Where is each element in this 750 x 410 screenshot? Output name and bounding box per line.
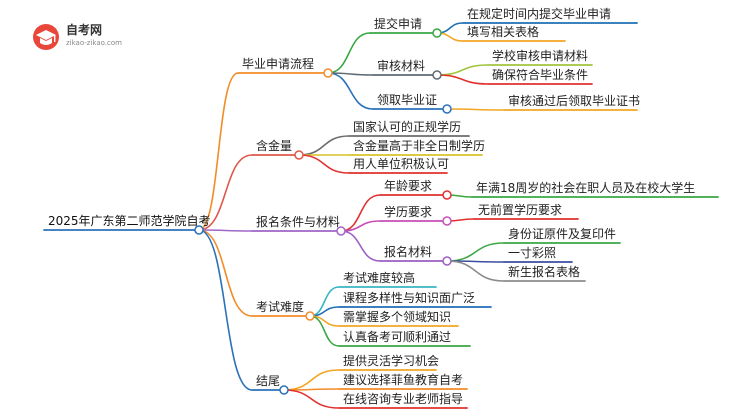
node-1-3-collapse-toggle[interactable] bbox=[442, 104, 452, 114]
mindmap-nodes: 2025年广东第二师范学院自考 毕业申请流程 提交申请 在规定时间内提交毕业申请填写相… bbox=[48, 6, 695, 406]
node-4-4-label[interactable]: 认真备考可顺利通过 bbox=[343, 330, 451, 344]
leaf-1-2-2-label[interactable]: 确保符合毕业条件 bbox=[492, 67, 588, 82]
edge-node-3-3-to-leaf-1 bbox=[446, 242, 505, 262]
node-4-2-label[interactable]: 课程多样性与知识面广泛 bbox=[343, 290, 475, 305]
branch-5-label[interactable]: 结尾 bbox=[256, 374, 280, 388]
graduation-cap-icon bbox=[33, 24, 59, 50]
node-4-3-label[interactable]: 需掌握多个领域知识 bbox=[343, 309, 451, 324]
edge-branch-1-to-node-3 bbox=[327, 72, 374, 110]
branch-2-collapse-toggle[interactable] bbox=[294, 150, 304, 160]
branch-1-collapse-toggle[interactable] bbox=[323, 68, 333, 78]
node-3-2-collapse-toggle[interactable] bbox=[442, 216, 452, 226]
node-2-1-label[interactable]: 国家认可的正规学历 bbox=[353, 119, 461, 134]
branch-1-label[interactable]: 毕业申请流程 bbox=[242, 56, 314, 71]
edge-node-3-3-to-leaf-3 bbox=[446, 260, 505, 282]
leaf-3-1-1-label[interactable]: 年满18周岁的社会在职人员及在校大学生 bbox=[476, 180, 695, 195]
node-4-1-label[interactable]: 考试难度较高 bbox=[343, 270, 415, 285]
edge-root-to-branch-4 bbox=[198, 229, 253, 317]
node-1-3-label[interactable]: 领取毕业证 bbox=[377, 93, 437, 107]
edge-branch-2-to-node-3 bbox=[298, 154, 350, 174]
node-3-1-collapse-toggle[interactable] bbox=[442, 190, 452, 200]
node-3-1-label[interactable]: 年龄要求 bbox=[384, 179, 432, 193]
leaf-1-1-1-label[interactable]: 在规定时间内提交毕业申请 bbox=[467, 6, 611, 21]
leaf-1-3-1-label[interactable]: 审核通过后领取毕业证书 bbox=[508, 93, 640, 108]
leaf-3-3-3-label[interactable]: 新生报名表格 bbox=[508, 264, 580, 279]
branch-4-label[interactable]: 考试难度 bbox=[256, 299, 304, 314]
leaf-1-2-1-label[interactable]: 学校审核申请材料 bbox=[492, 48, 588, 63]
edge-root-to-branch-1 bbox=[198, 72, 239, 231]
root-node-label[interactable]: 2025年广东第二师范学院自考 bbox=[48, 213, 211, 228]
edge-branch-3-to-node-3 bbox=[340, 230, 381, 262]
edge-root-to-branch-3 bbox=[198, 229, 253, 232]
logo-name: 自考网 bbox=[66, 22, 102, 37]
node-1-2-label[interactable]: 审核材料 bbox=[377, 58, 425, 73]
node-3-3-collapse-toggle[interactable] bbox=[442, 256, 452, 266]
node-1-2-collapse-toggle[interactable] bbox=[432, 70, 442, 80]
leaf-3-2-1-label[interactable]: 无前置学历要求 bbox=[478, 202, 562, 217]
edge-branch-5-to-node-3 bbox=[283, 389, 340, 409]
edge-node-1-2-to-leaf-1 bbox=[436, 64, 489, 76]
leaf-3-3-2-label[interactable]: 一寸彩照 bbox=[508, 246, 556, 260]
mindmap-edges bbox=[43, 22, 719, 409]
edge-node-1-2-to-leaf-2 bbox=[436, 74, 489, 85]
branch-3-label[interactable]: 报名条件与材料 bbox=[256, 214, 340, 229]
edge-root-to-branch-2 bbox=[198, 154, 253, 231]
node-3-2-label[interactable]: 学历要求 bbox=[384, 204, 432, 219]
branch-3-collapse-toggle[interactable] bbox=[336, 226, 346, 236]
leaf-3-3-1-label[interactable]: 身份证原件及复印件 bbox=[508, 226, 616, 241]
edge-branch-2-to-node-1 bbox=[298, 135, 350, 156]
logo-url: zikao-zikao.com bbox=[66, 39, 122, 47]
edge-branch-5-to-node-1 bbox=[283, 369, 340, 391]
node-1-1-label[interactable]: 提交申请 bbox=[374, 16, 422, 31]
node-5-1-label[interactable]: 提供灵活学习机会 bbox=[343, 353, 439, 368]
node-2-3-label[interactable]: 用人单位积极认可 bbox=[353, 156, 449, 171]
node-5-3-label[interactable]: 在线咨询专业老师指导 bbox=[343, 391, 463, 406]
edge-root-to-branch-5 bbox=[198, 229, 253, 391]
edge-branch-1-to-node-1 bbox=[327, 32, 371, 74]
branch-2-label[interactable]: 含金量 bbox=[256, 138, 292, 153]
site-logo[interactable]: 自考网 zikao-zikao.com bbox=[33, 22, 122, 50]
branch-4-collapse-toggle[interactable] bbox=[305, 311, 315, 321]
node-3-3-label[interactable]: 报名材料 bbox=[384, 244, 432, 259]
node-1-1-collapse-toggle[interactable] bbox=[432, 28, 442, 38]
leaf-1-1-2-label[interactable]: 填写相关表格 bbox=[467, 24, 539, 39]
branch-5-collapse-toggle[interactable] bbox=[279, 385, 289, 395]
node-2-2-label[interactable]: 含金量高于非全日制学历 bbox=[353, 138, 485, 153]
root-collapse-toggle[interactable] bbox=[194, 225, 204, 235]
node-5-2-label[interactable]: 建议选择菲鱼教育自考 bbox=[343, 372, 463, 387]
edge-node-1-3-to-leaf-1 bbox=[446, 108, 505, 111]
